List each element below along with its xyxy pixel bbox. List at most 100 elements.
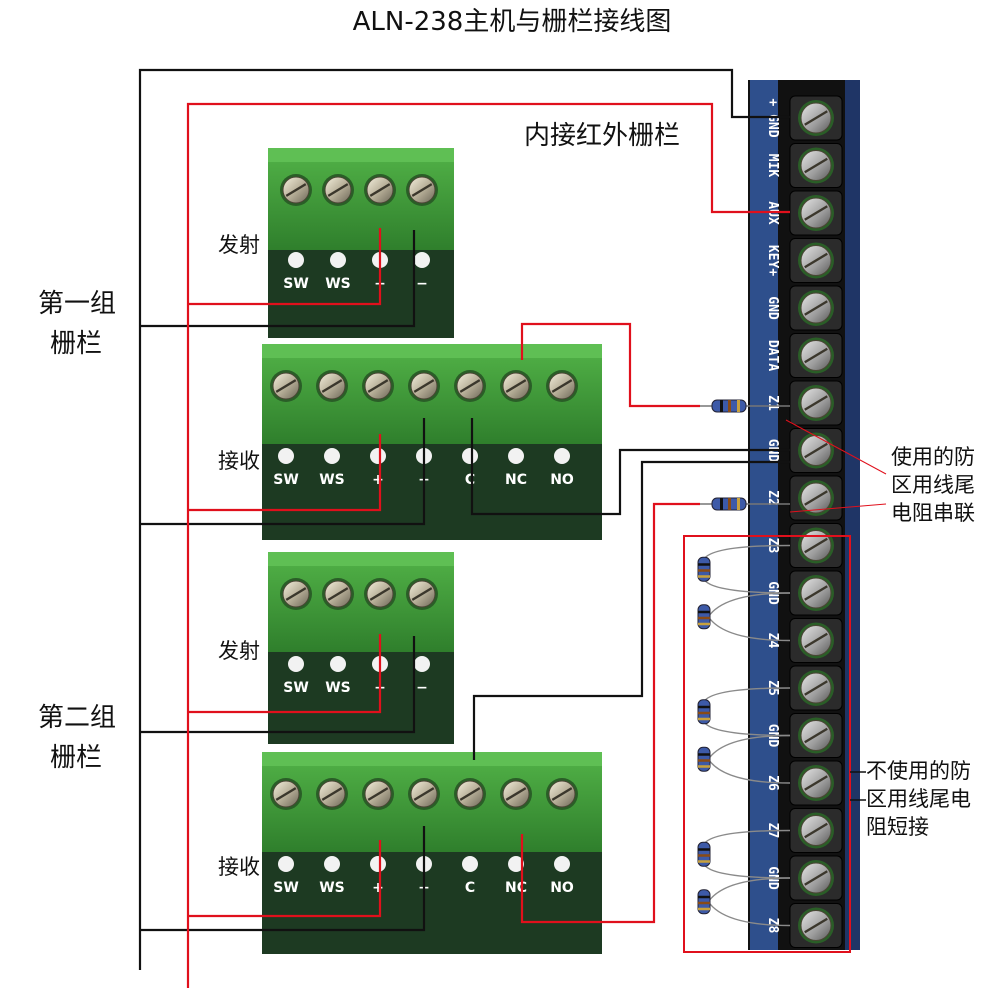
host-label-band — [750, 80, 778, 950]
rx-pcb — [262, 844, 602, 954]
red-wire-rx1-plus — [188, 434, 382, 512]
black-wire-rx1-c-to-gnd — [470, 418, 790, 516]
host-terminal: MIK — [765, 143, 843, 188]
used-note-leader-1 — [785, 419, 887, 475]
terminal-screw — [316, 370, 348, 402]
terminal-screw — [270, 370, 302, 402]
host-terminal: GND — [765, 428, 843, 473]
unused-note-line1: 不使用的防 — [866, 759, 971, 783]
host-terminal-label: GND — [765, 296, 780, 320]
terminal-label: NO — [550, 880, 574, 896]
terminal-hole — [414, 656, 430, 672]
host-terminal-screw — [798, 195, 834, 231]
host-terminal-screw — [798, 385, 834, 421]
short-resistor — [697, 734, 791, 784]
host-terminal-screw — [798, 147, 834, 184]
terminal-hole — [370, 448, 386, 464]
black-wire-rx2-minus — [140, 826, 426, 932]
host-terminal-screw — [798, 717, 834, 754]
terminal-screw — [406, 578, 438, 610]
eol-resistor-z2 — [700, 497, 790, 511]
terminal-label: C — [465, 880, 475, 896]
host-terminal-screw — [798, 812, 834, 849]
host-terminal-screw — [798, 860, 834, 896]
terminal-hole — [288, 656, 304, 672]
used-note-line3: 电阻串联 — [891, 501, 975, 525]
terminal-label: − — [416, 680, 428, 696]
red-wires — [186, 102, 790, 988]
host-terminal-screw — [798, 622, 834, 659]
host-terminal-screw — [798, 100, 834, 136]
black-wire-rx1-minus — [140, 418, 426, 526]
host-terminal: GND — [765, 855, 843, 901]
host-terminal: GND — [765, 713, 843, 758]
host-terminal: Z8 — [765, 903, 843, 948]
rx-label-group2: 接收 — [218, 855, 260, 879]
terminal-hole — [414, 252, 430, 268]
terminal-screw — [322, 174, 354, 206]
terminal-label: SW — [283, 276, 309, 292]
group1-label-line2: 栅栏 — [50, 329, 102, 359]
host-terminal-label: Z1 — [765, 395, 780, 411]
host-terminal-screw — [798, 337, 834, 374]
used-note-line2: 区用线尾 — [891, 473, 975, 497]
tx-label-group1: 发射 — [218, 233, 260, 257]
unused-note-line2: 区用线尾电 — [866, 787, 971, 811]
unused-zones-highlight-box — [683, 535, 851, 953]
terminal-screw — [500, 370, 532, 402]
terminal-screw — [280, 174, 312, 206]
host-terminal-screw — [798, 670, 834, 706]
host-terminal-screw — [798, 480, 834, 516]
terminal-label: SW — [273, 472, 299, 488]
host-terminal: Z7 — [765, 808, 843, 853]
terminal-label: WS — [319, 880, 345, 896]
host-terminal: GND — [765, 285, 843, 331]
terminal-label: WS — [319, 472, 345, 488]
terminal-screw — [362, 370, 394, 402]
terminal-hole — [554, 448, 570, 464]
host-terminal-screw — [798, 290, 834, 326]
terminal-label: + — [372, 472, 384, 488]
terminal-screw — [546, 778, 578, 810]
terminal-screw — [270, 778, 302, 810]
tx-label-group2: 发射 — [218, 639, 260, 663]
terminal-label: WS — [325, 680, 351, 696]
terminal-screw — [364, 174, 396, 206]
host-terminal-label: Z2 — [765, 490, 780, 506]
terminal-hole — [330, 252, 346, 268]
short-resistor — [697, 592, 791, 642]
terminal-screw — [316, 778, 348, 810]
terminal-hole — [508, 856, 524, 872]
terminal-label: NC — [505, 880, 527, 896]
red-bus-to-host-aux — [186, 102, 790, 988]
terminal-hole — [554, 856, 570, 872]
short-resistor — [697, 544, 791, 594]
terminal-label: + — [372, 880, 384, 896]
used-note-line1: 使用的防 — [891, 445, 975, 469]
host-terminal-label: KEY+ — [765, 245, 780, 276]
host-terminal-screw — [798, 907, 834, 944]
host-terminal-screw — [798, 575, 834, 611]
host-terminal-strip: + GNDMIKAUXKEY+GNDDATAZ1GNDZ2Z3GNDZ4Z5GN… — [748, 80, 860, 950]
terminal-hole — [370, 856, 386, 872]
terminal-label: C — [465, 472, 475, 488]
black-wire-tx1-minus — [140, 230, 416, 328]
red-wire-tx1-plus — [188, 228, 382, 306]
terminal-hole — [324, 448, 340, 464]
terminal-hole — [330, 656, 346, 672]
terminal-label: SW — [273, 880, 299, 896]
terminal-label: NO — [550, 472, 574, 488]
group2-label-line2: 栅栏 — [50, 743, 102, 773]
inner-ir-fence-label: 内接红外栅栏 — [524, 121, 680, 151]
short-resistor — [697, 877, 791, 927]
terminal-screw — [362, 778, 394, 810]
series-resistors — [700, 399, 790, 511]
diagram-title: ALN-238主机与栅栏接线图 — [353, 7, 672, 37]
black-wire-tx2-minus — [140, 636, 416, 734]
host-terminal: Z1 — [765, 380, 843, 426]
terminal-hole — [288, 252, 304, 268]
red-wire-rx1-nc-to-z1 — [520, 322, 700, 408]
